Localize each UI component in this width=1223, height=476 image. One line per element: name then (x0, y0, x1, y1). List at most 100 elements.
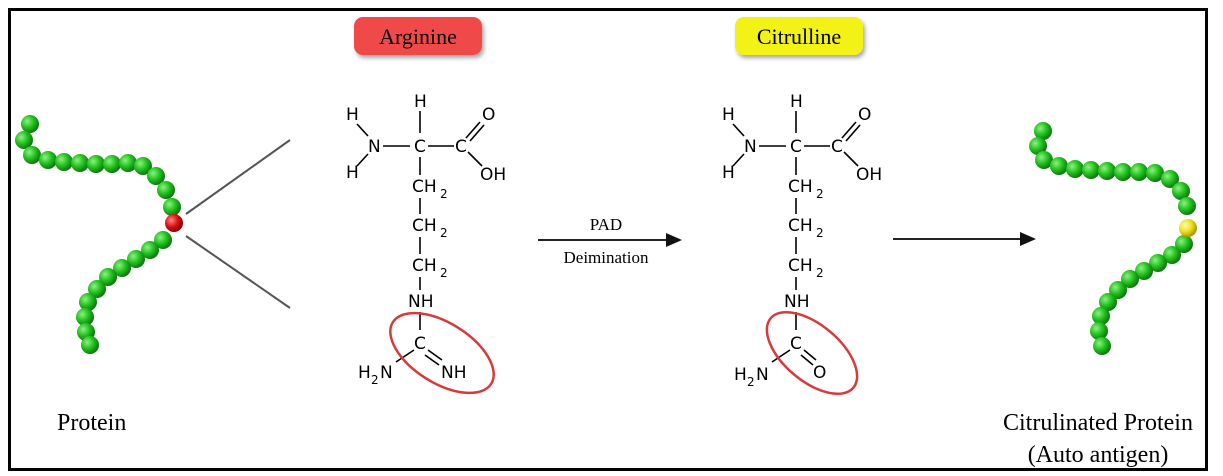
green-bead (21, 115, 39, 133)
cit-urea-highlight (765, 310, 859, 396)
arg-ch2-2: CH (412, 216, 437, 236)
green-bead (1099, 293, 1117, 311)
arg-carbonyl-o: O (482, 105, 495, 125)
green-bead (1090, 322, 1108, 340)
cit-urea-o: O (813, 363, 826, 383)
green-bead (1092, 307, 1110, 325)
arg-nh: NH (408, 292, 434, 312)
green-bead (163, 198, 181, 216)
protein-bead-chain (15, 115, 183, 354)
svg-text:2: 2 (440, 187, 448, 201)
green-bead (1093, 337, 1111, 355)
arg-alpha-h: H (414, 92, 427, 112)
green-bead (1121, 270, 1139, 288)
green-bead (1109, 281, 1127, 299)
arg-carbonyl-c: C (455, 137, 467, 157)
green-bead (134, 157, 152, 175)
cit-carbonyl-o: O (858, 105, 871, 125)
green-bead (81, 336, 99, 354)
green-bead (1098, 162, 1116, 180)
cit-ch2-2: CH (788, 216, 813, 236)
green-bead (147, 167, 165, 185)
green-bead (39, 151, 57, 169)
green-bead (1135, 262, 1153, 280)
cit-nh: NH (784, 292, 810, 312)
zoom-line-upper (185, 139, 291, 215)
citrulline-badge: Citrulline (735, 17, 863, 55)
arg-guan-c: C (414, 334, 426, 354)
citrulline-structure: H N H H C C O OH CH 2 CH 2 CH 2 NH C H 2… (722, 92, 882, 396)
citrulinated-protein-label: Citrulinated Protein (1003, 410, 1193, 436)
citrulinated-bead-chain (1029, 122, 1197, 355)
arginine-red-bead (165, 214, 183, 232)
cit-amine-h-bottom: H (722, 163, 735, 183)
green-bead (1178, 197, 1196, 215)
green-bead (1161, 170, 1179, 188)
green-bead (157, 181, 175, 199)
arg-guan-imine: NH (441, 363, 467, 383)
green-bead (1066, 160, 1084, 178)
arginine-structure: H N H H C C O OH CH 2 CH 2 CH 2 NH C H 2 (346, 92, 506, 395)
green-bead (87, 155, 105, 173)
green-bead (1050, 157, 1068, 175)
green-bead (1130, 163, 1148, 181)
green-bead (141, 241, 159, 259)
svg-text:2: 2 (747, 375, 755, 389)
green-bead (99, 268, 117, 286)
green-bead (1172, 182, 1190, 200)
arginine-badge: Arginine (354, 17, 482, 55)
green-bead (127, 250, 145, 268)
pad-deimination-arrow: PAD Deimination (538, 215, 682, 267)
green-bead (55, 153, 73, 171)
arg-guan-nh2-h: H (358, 363, 371, 383)
cit-urea-c: C (790, 334, 802, 354)
arginine-badge-text: Arginine (379, 24, 457, 49)
green-bead (15, 131, 33, 149)
green-bead (1114, 163, 1132, 181)
arg-ch2-1: CH (412, 177, 437, 197)
cit-urea-nh2-h: H (734, 365, 747, 385)
cit-hydroxyl: OH (856, 165, 882, 185)
arg-amine-n: N (368, 137, 381, 157)
green-bead (1175, 235, 1193, 253)
green-bead (79, 293, 97, 311)
auto-antigen-label: (Auto antigen) (1028, 442, 1169, 468)
arg-guanidino-highlight (389, 311, 495, 395)
cit-amine-h-top: H (722, 105, 735, 125)
arg-amine-h-top: H (346, 105, 359, 125)
diagram-frame (8, 8, 1208, 471)
green-bead (113, 259, 131, 277)
green-bead (119, 154, 137, 172)
citrulline-badge-text: Citrulline (757, 24, 841, 49)
svg-text:2: 2 (371, 373, 379, 387)
green-bead (1146, 164, 1164, 182)
citrulline-yellow-bead (1179, 219, 1197, 237)
product-arrow (893, 232, 1036, 246)
svg-text:2: 2 (816, 266, 824, 280)
green-bead (1035, 151, 1053, 169)
green-bead (23, 146, 41, 164)
arg-guan-nh2-n: N (380, 363, 393, 383)
green-bead (88, 280, 106, 298)
green-bead (76, 308, 94, 326)
green-bead (1163, 246, 1181, 264)
green-bead (1034, 122, 1052, 140)
pad-label: PAD (590, 215, 622, 234)
cit-ch2-3: CH (788, 256, 813, 276)
cit-ch2-1: CH (788, 177, 813, 197)
arg-hydroxyl: OH (480, 165, 506, 185)
cit-carbonyl-c: C (831, 137, 843, 157)
cit-alpha-c: C (790, 137, 802, 157)
cit-alpha-h: H (790, 92, 803, 112)
deimination-label: Deimination (564, 248, 649, 267)
svg-text:2: 2 (816, 226, 824, 240)
arg-alpha-c: C (414, 137, 426, 157)
green-bead (103, 155, 121, 173)
green-bead (1029, 137, 1047, 155)
svg-text:2: 2 (440, 226, 448, 240)
green-bead (71, 154, 89, 172)
cit-amine-n: N (744, 137, 757, 157)
svg-text:2: 2 (816, 187, 824, 201)
zoom-line-lower (185, 235, 291, 309)
